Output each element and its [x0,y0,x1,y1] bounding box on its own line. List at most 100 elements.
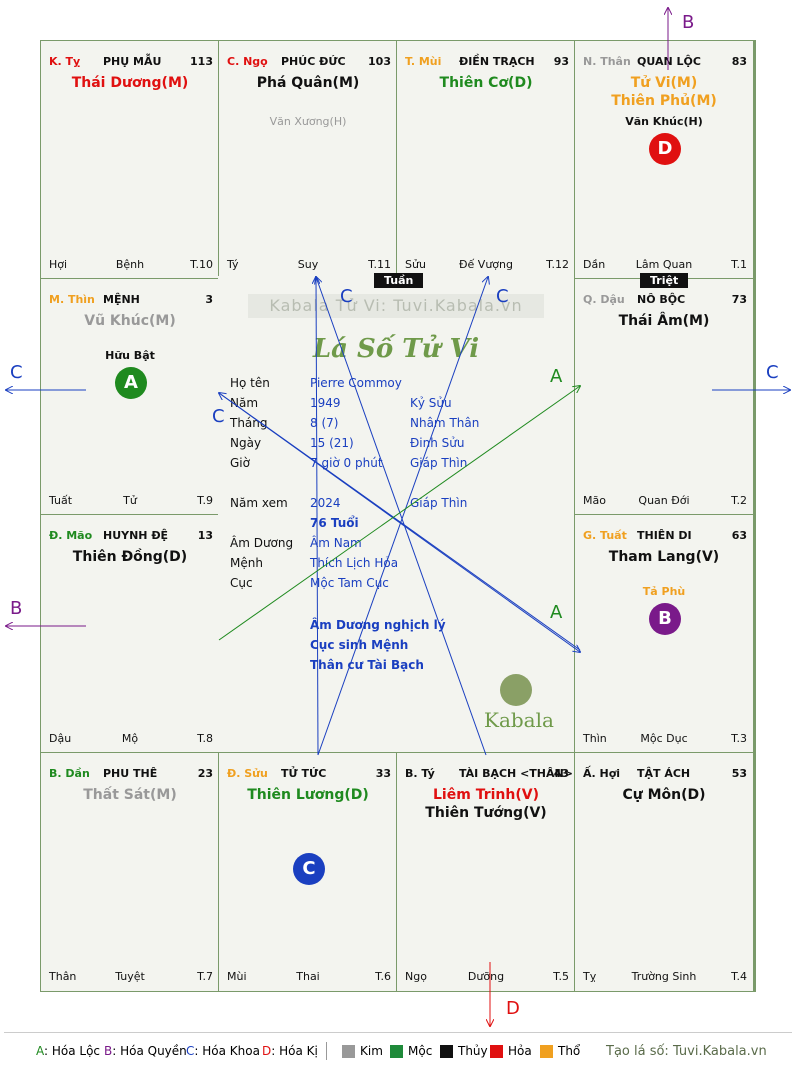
palace-month: T.8 [197,732,213,745]
palace-name: MỆNH [103,293,140,306]
main-star: Phá Quân(M) [256,75,360,91]
site-credit[interactable]: Tạo lá số: Tuvi.Kabala.vn [606,1044,767,1059]
main-star: Thiên Tướng(V) [425,805,547,821]
palace-stem: G. Tuất [583,529,627,542]
element-swatch [390,1045,403,1058]
minor-star: Văn Xương(H) [269,115,347,128]
palace-name: HUYNH ĐỆ [103,529,169,542]
info-value-can-chi: Đinh Sửu [410,436,465,450]
element-label: Kim [360,1044,383,1058]
info-value: Âm Nam [310,536,362,550]
arrow-label-c: C [496,286,509,307]
palace-stage: Trường Sinh [631,970,697,983]
palace-number: 33 [375,767,391,780]
legend-key: C [186,1044,195,1058]
palace-stem: K. Tỵ [49,55,81,68]
palace-name: QUAN LỘC [637,55,701,68]
hoa-marker-d: D [649,133,681,165]
palace-number: 73 [731,293,747,306]
palace-number: 3 [205,293,213,306]
legend-separator [326,1042,327,1060]
info-value: 8 (7) [310,416,339,430]
info-label: Họ tên [230,376,270,390]
info-label: Tháng [230,416,268,430]
arrow-label-b: B [682,12,695,33]
info-value: Mộc Tam Cục [310,576,389,590]
legend-hoa: C: Hóa Khoa [186,1044,260,1058]
info-value-can-chi: Giáp Thìn [410,456,468,470]
palace-stem: T. Mùi [405,55,442,68]
legend-key: D [262,1044,272,1058]
hoa-marker-a: A [115,367,147,399]
minor-star: Văn Khúc(H) [625,115,703,128]
main-star: Liêm Trinh(V) [433,787,539,803]
palace-stage: Lâm Quan [635,258,693,271]
palace-number: 53 [731,767,747,780]
legend-desc: : Hóa Khoa [194,1044,260,1058]
main-star: Thiên Lương(D) [247,787,369,803]
palace-number: 13 [197,529,213,542]
tuan-tag: Tuần [374,273,424,288]
hoa-marker-c: C [293,853,325,885]
info-value: 2024 [310,496,341,510]
main-star: Vũ Khúc(M) [84,313,176,329]
palace-number: 93 [553,55,569,68]
palace-stage: Quan Đới [638,494,690,507]
center-panel: Kabala Tử Vi: Tuvi.Kabala.vn Lá Số Tử Vi… [218,276,574,752]
palace-branch: Sửu [405,258,426,271]
palace-month: T.4 [731,970,747,983]
palace-stem: Đ. Mão [49,529,93,542]
minor-star: Tả Phù [642,585,686,598]
info-value-can-chi: Nhâm Thân [410,416,480,430]
info-value: 15 (21) [310,436,354,450]
palace-stage: Đế Vượng [459,258,513,271]
main-star: Thái Âm(M) [618,313,710,329]
palace-month: T.2 [731,494,747,507]
info-value: 76 Tuổi [310,516,359,530]
palace-branch: Tý [227,258,239,271]
palace-branch: Thìn [583,732,607,745]
palace-stage: Tuyệt [115,970,145,983]
info-value-can-chi: Kỷ Sửu [410,396,452,410]
element-label: Thổ [558,1044,581,1058]
palace-month: T.10 [190,258,213,271]
info-value-can-chi: Giáp Thìn [410,496,468,510]
element-swatch [540,1045,553,1058]
hoa-marker-b: B [649,603,681,635]
palace-month: T.1 [731,258,747,271]
palace-stage: Mộc Dục [640,732,688,745]
legend-desc: : Hóa Quyền [112,1044,187,1058]
element-swatch [490,1045,503,1058]
arrow-label-a: A [550,602,563,623]
palace-name: THIÊN DI [637,529,692,542]
palace-branch: Tuất [49,494,73,507]
info-value: 7 giờ 0 phút [310,456,383,470]
info-label: Ngày [230,436,262,450]
info-label: Năm [230,396,259,410]
palace-stem: M. Thìn [49,293,95,306]
palace-month: T.7 [197,970,213,983]
arrow-label-c: C [212,406,225,427]
legend-hoa: B: Hóa Quyền [104,1044,187,1058]
info-value: Pierre Commoy [310,376,402,390]
main-star: Thiên Phủ(M) [611,93,717,109]
palace-month: T.11 [368,258,391,271]
legend-key: B [104,1044,113,1058]
palace-branch: Ngọ [405,970,427,983]
palace-branch: Hợi [49,258,68,271]
palace-branch: Tỵ [583,970,597,983]
palace-stem: Đ. Sửu [227,767,268,780]
legend-key: A [36,1044,44,1058]
palace-name: TẬT ÁCH [637,767,691,780]
palace-number: 63 [731,529,747,542]
palace-stage: Dưỡng [467,970,505,983]
arrow-label-b: B [10,598,23,619]
palace-stem: Ấ. Hợi [583,767,621,780]
palace-name: PHU THÊ [103,767,158,780]
palace-branch: Mão [583,494,606,507]
